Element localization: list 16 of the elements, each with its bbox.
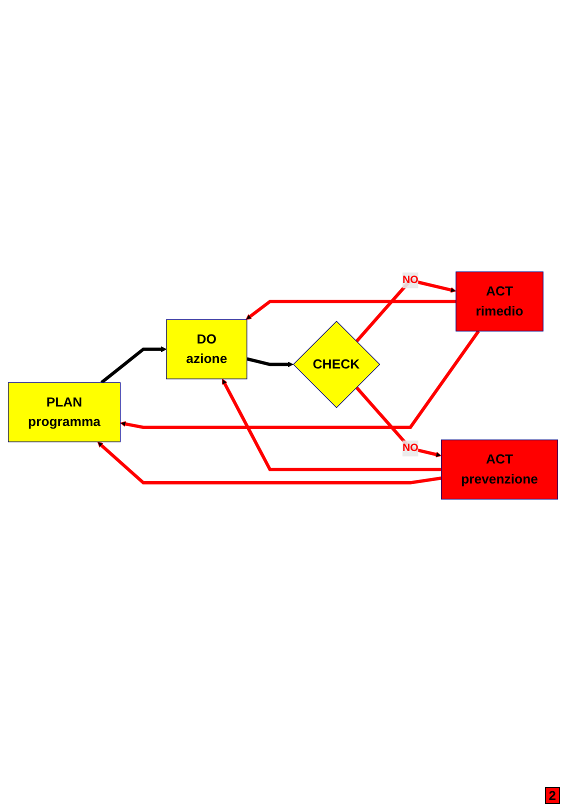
arrow [355, 386, 442, 457]
node-box: DO azione [166, 318, 248, 379]
arrow [222, 378, 442, 471]
arrow [246, 299, 456, 320]
arrow [246, 356, 294, 367]
page-number: 2 [544, 787, 560, 804]
node-box: PLAN programma [8, 382, 121, 442]
edge-label: NO [402, 442, 418, 454]
edge-label: NO [402, 274, 418, 286]
arrow [120, 330, 480, 429]
arrow [97, 441, 442, 484]
arrow [355, 278, 456, 342]
node-diamond: CHECK [292, 320, 380, 408]
arrow [100, 346, 167, 384]
node-box: ACT rimedio [456, 271, 544, 331]
node-box: ACT prevenzione [441, 439, 558, 499]
